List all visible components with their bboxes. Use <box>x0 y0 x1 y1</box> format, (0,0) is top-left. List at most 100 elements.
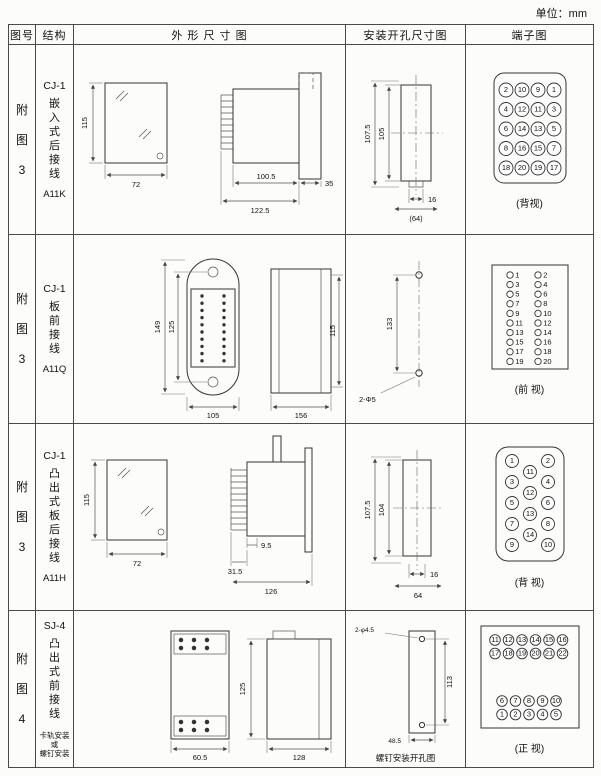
plate-dims: 2-φ4.5 113 48.5 <box>355 627 454 745</box>
dim-label: 126 <box>264 587 277 596</box>
svg-text:4: 4 <box>503 104 507 113</box>
side-dims: 125 128 <box>238 638 331 762</box>
svg-text:18: 18 <box>504 649 512 658</box>
mounting-cell: 133 2-Φ5 <box>345 234 466 424</box>
svg-text:3: 3 <box>551 104 555 113</box>
svg-text:11: 11 <box>534 104 542 113</box>
mounting-drawing-sj4-wrap: 2-φ4.5 113 48.5 螺钉安装开孔图 <box>346 615 465 764</box>
svg-text:11: 11 <box>526 467 534 476</box>
svg-text:13: 13 <box>533 124 541 133</box>
mounting-cell: 2-φ4.5 113 48.5 螺钉安装开孔图 <box>345 610 466 768</box>
svg-text:7: 7 <box>551 143 555 152</box>
svg-text:17: 17 <box>515 347 523 356</box>
dim-label: 156 <box>294 411 307 420</box>
svg-text:8: 8 <box>526 696 530 705</box>
svg-text:3: 3 <box>509 477 513 486</box>
svg-text:6: 6 <box>499 696 503 705</box>
side-dims: 156 115 <box>270 274 343 420</box>
svg-text:16: 16 <box>558 635 566 644</box>
side-view <box>266 630 331 740</box>
dim-label: 100.5 <box>256 172 275 181</box>
model-label: SJ-4 <box>43 620 66 632</box>
svg-text:17: 17 <box>490 649 498 658</box>
svg-text:5: 5 <box>553 710 557 719</box>
fig-number: 附 图 3 <box>8 234 36 424</box>
dim-label: 122.5 <box>250 206 269 215</box>
code-label: A11K <box>43 188 66 200</box>
svg-text:1: 1 <box>499 710 503 719</box>
svg-text:9: 9 <box>515 309 519 318</box>
dim-label: 72 <box>131 180 139 189</box>
svg-text:2: 2 <box>503 85 507 94</box>
svg-text:14: 14 <box>525 530 533 539</box>
outline-cell: 149 125 105 <box>73 234 346 424</box>
svg-text:2: 2 <box>543 270 547 279</box>
svg-text:11: 11 <box>491 635 499 644</box>
front-dims: 149 125 105 <box>153 259 239 420</box>
svg-text:4: 4 <box>543 280 547 289</box>
svg-text:7: 7 <box>513 696 517 705</box>
svg-text:10: 10 <box>517 85 525 94</box>
dim-label: 105 <box>377 127 386 140</box>
front-dims: 115 72 <box>82 459 167 568</box>
svg-text:8: 8 <box>543 299 547 308</box>
svg-text:2: 2 <box>513 710 517 719</box>
front-dims: 115 72 <box>80 82 167 189</box>
svg-text:7: 7 <box>509 519 513 528</box>
header-fig: 图号 <box>8 24 36 45</box>
side-view <box>230 435 312 553</box>
dim-label: 115 <box>82 494 91 506</box>
svg-text:14: 14 <box>543 328 551 337</box>
svg-text:12: 12 <box>504 635 512 644</box>
svg-text:6: 6 <box>503 124 507 133</box>
svg-text:19: 19 <box>515 357 523 366</box>
dim-label: 125 <box>167 321 176 334</box>
model-label: CJ-1 <box>43 450 66 462</box>
svg-text:3: 3 <box>526 710 530 719</box>
dim-label: 107.5 <box>363 124 372 143</box>
model-label: CJ-1 <box>43 79 66 92</box>
dim-label: 16 <box>430 570 438 579</box>
hole-dims: 133 2-Φ5 <box>359 274 415 404</box>
dim-label: 115 <box>80 117 89 129</box>
code-label: A11Q <box>42 364 67 375</box>
structure-desc: 凸 出 式 板 后 接 线 <box>49 468 60 564</box>
cutout-dims: 107.5 105 16 (64) <box>363 80 437 223</box>
dim-label: (64) <box>409 214 423 223</box>
header-mounting: 安装开孔尺寸图 <box>345 24 466 45</box>
table-row: 附 图 4 SJ-4 凸 出 式 前 接 线 卡轨安装 或 螺钉安装 <box>8 610 594 768</box>
dim-label: 35 <box>325 179 333 188</box>
svg-text:14: 14 <box>517 124 525 133</box>
header-structure: 结构 <box>35 24 74 45</box>
svg-text:9: 9 <box>540 696 544 705</box>
header-outline: 外 形 尺 寸 图 <box>73 24 346 45</box>
outline-drawing-sj4: 60.5 125 128 <box>170 630 331 762</box>
front-view <box>170 630 229 740</box>
mounting-caption: 螺钉安装开孔图 <box>375 752 436 763</box>
dim-label: 31.5 <box>227 567 242 576</box>
svg-text:8: 8 <box>545 519 549 528</box>
mounting-note: 卡轨安装 或 螺钉安装 <box>39 731 70 758</box>
dim-label: 9.5 <box>261 541 271 550</box>
svg-text:19: 19 <box>533 163 541 172</box>
structure-cell: CJ-1 凸 出 式 板 后 接 线 A11H <box>35 423 74 611</box>
front-dims: 60.5 <box>170 741 229 762</box>
svg-text:8: 8 <box>503 143 507 152</box>
hole-axis <box>414 261 423 387</box>
svg-text:6: 6 <box>543 290 547 299</box>
dim-label: 48.5 <box>388 738 401 745</box>
structure-cell: CJ-1 板 前 接 线 A11Q <box>35 234 74 424</box>
outline-drawing-a11h: 115 72 <box>82 435 312 596</box>
dim-label: 128 <box>292 753 305 762</box>
svg-text:10: 10 <box>543 540 551 549</box>
